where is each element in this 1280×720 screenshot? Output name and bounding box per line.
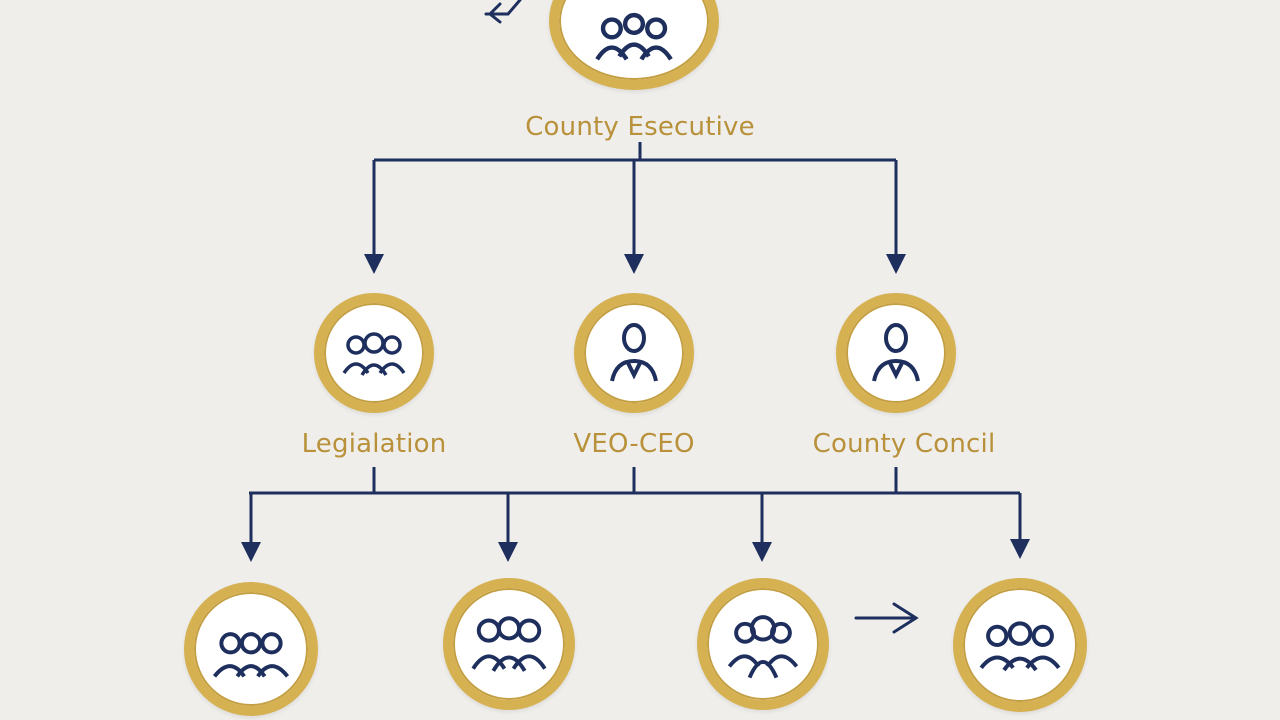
second-arrows bbox=[241, 493, 1030, 562]
node-team-1 bbox=[184, 582, 318, 716]
person-icon bbox=[610, 323, 658, 382]
people-group-icon bbox=[595, 12, 673, 61]
node-county-executive bbox=[549, 0, 719, 90]
node-team-4 bbox=[953, 578, 1087, 712]
node-legialation bbox=[314, 293, 434, 413]
label-legialation: Legialation bbox=[301, 429, 447, 459]
top-bus bbox=[374, 142, 896, 162]
people-group-icon bbox=[727, 615, 799, 679]
people-group-icon bbox=[212, 632, 290, 678]
node-team-2 bbox=[443, 578, 575, 710]
people-group-icon bbox=[979, 621, 1061, 672]
node-county-concil bbox=[836, 293, 956, 413]
label-county-concil: County Concil bbox=[812, 429, 996, 459]
label-veo-ceo: VEO-CEO bbox=[573, 429, 695, 459]
side-arrow-bottom bbox=[854, 602, 919, 634]
top-arrows bbox=[364, 160, 906, 274]
second-bus bbox=[249, 467, 1020, 495]
side-arrow-top bbox=[484, 0, 522, 24]
node-team-3 bbox=[697, 578, 829, 710]
label-county-executive: County Esecutive bbox=[525, 112, 755, 142]
people-group-icon bbox=[471, 616, 547, 672]
node-veo-ceo bbox=[574, 293, 694, 413]
people-group-icon bbox=[342, 332, 406, 376]
person-icon bbox=[872, 323, 920, 382]
